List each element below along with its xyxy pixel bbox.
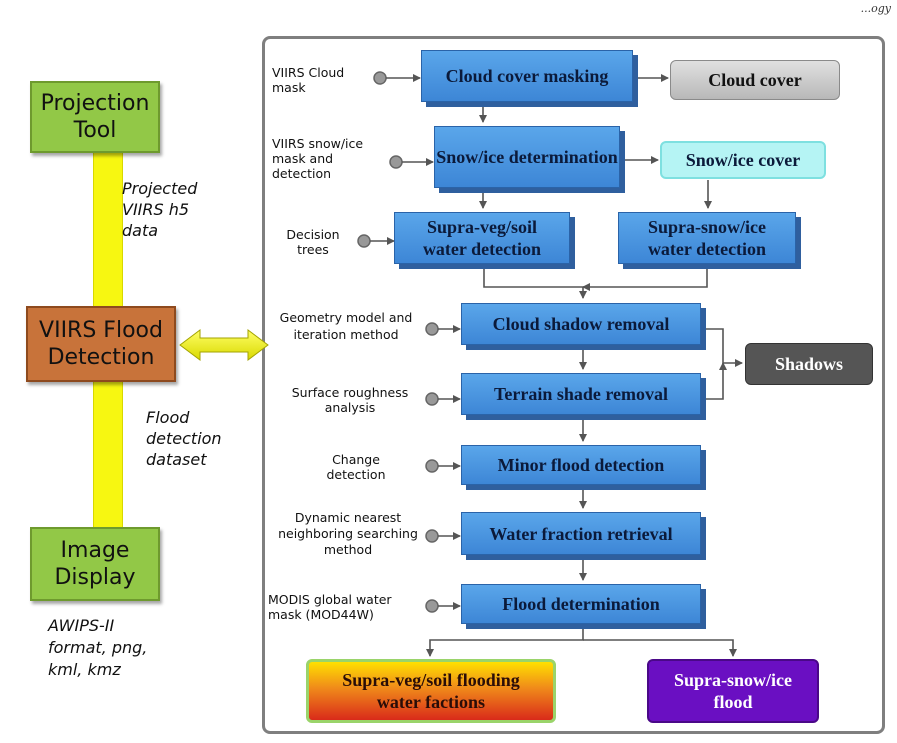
yellow-connector-bottom <box>93 380 123 530</box>
projection-tool-box: Projection Tool <box>30 81 160 153</box>
step-water-fraction-retrieval: Water fraction retrieval <box>461 512 701 555</box>
input-label-nearest-neighbor: Dynamic nearest neighboring searching me… <box>278 510 418 557</box>
input-label-change-detection: Change detection <box>326 452 386 482</box>
step-supra-snow-ice-detection: Supra-snow/ice water detection <box>618 212 796 264</box>
page-corner-text: ...ogy <box>860 2 891 15</box>
step-cloud-shadow-removal: Cloud shadow removal <box>461 303 701 345</box>
step-minor-flood-detection: Minor flood detection <box>461 445 701 485</box>
output-formats-label: AWIPS-II format, png, kml, kmz <box>48 616 148 679</box>
flood-dataset-label: Flood detection dataset <box>146 408 222 469</box>
input-label-geometry-model: Geometry model and iteration method <box>279 310 413 342</box>
output-shadows: Shadows <box>745 343 873 385</box>
input-label-decision-trees: Decision trees <box>286 227 340 257</box>
flow-panel <box>262 36 885 734</box>
input-label-surface-roughness: Surface roughness analysis <box>291 385 409 415</box>
output-supra-veg-flood: Supra-veg/soil flooding water factions <box>306 659 556 723</box>
step-terrain-shade-removal: Terrain shade removal <box>461 373 701 415</box>
image-display-box: Image Display <box>30 527 160 601</box>
step-flood-determination: Flood determination <box>461 584 701 624</box>
output-supra-snow-flood: Supra-snow/ice flood <box>647 659 819 723</box>
viirs-flood-detection-box: VIIRS Flood Detection <box>26 306 176 382</box>
projected-data-label: Projected VIIRS h5 data <box>122 179 198 240</box>
step-supra-veg-soil-detection: Supra-veg/soil water detection <box>394 212 570 264</box>
step-snow-ice-determination: Snow/ice determination <box>434 126 620 188</box>
input-label-modis-water-mask: MODIS global water mask (MOD44W) <box>268 592 392 622</box>
input-label-viirs-snow-ice: VIIRS snow/ice mask and detection <box>272 136 364 181</box>
yellow-connector-top <box>93 151 123 306</box>
input-label-viirs-cloud-mask: VIIRS Cloud mask <box>272 65 345 95</box>
step-cloud-cover-masking: Cloud cover masking <box>421 50 633 102</box>
output-snow-ice-cover: Snow/ice cover <box>660 141 826 179</box>
output-cloud-cover: Cloud cover <box>670 60 840 100</box>
